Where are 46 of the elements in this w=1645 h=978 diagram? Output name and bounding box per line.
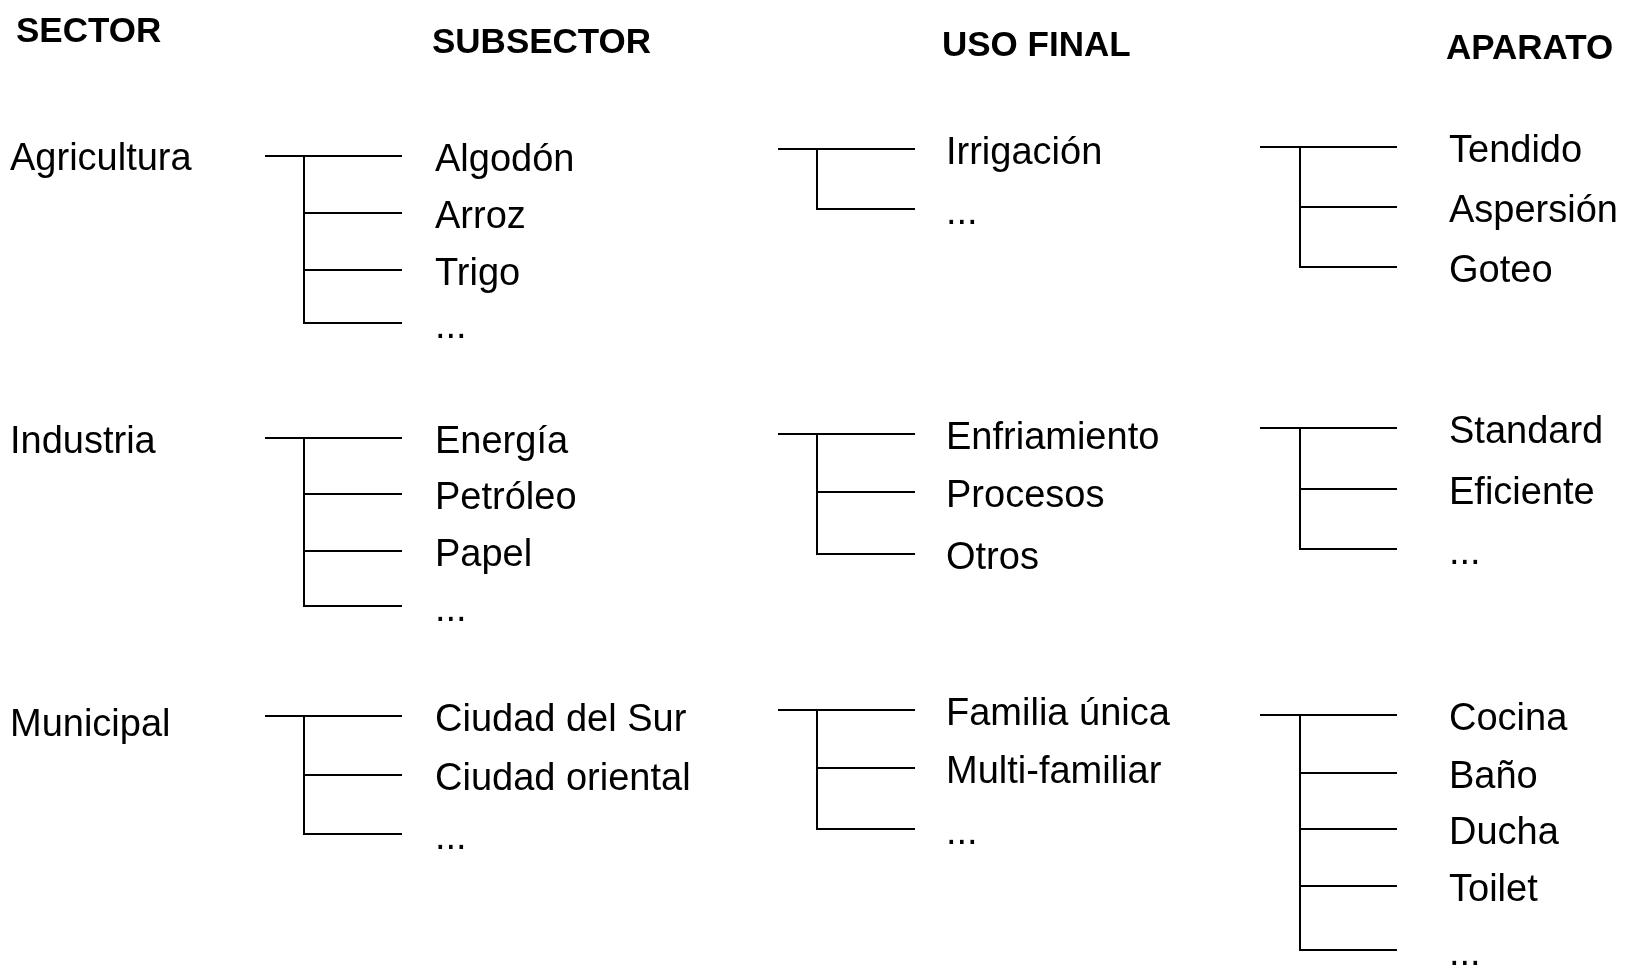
- tree-item-text: Ciudad del Sur: [435, 699, 687, 737]
- tree-item-text: Familia única: [946, 693, 1170, 731]
- bracket-line: [1259, 714, 1398, 951]
- column-header: SUBSECTOR: [432, 23, 652, 58]
- tree-item-text: ...: [946, 192, 978, 230]
- bracket-line: [1259, 146, 1398, 268]
- tree-item-text: Ciudad oriental: [435, 758, 691, 796]
- tree-item-text: Energía: [435, 421, 569, 459]
- bracket-line: [1259, 427, 1398, 550]
- column-header: SECTOR: [16, 12, 162, 47]
- bracket-line: [777, 709, 916, 830]
- tree-item-text: Tendido: [1449, 130, 1583, 168]
- tree-item-text: Baño: [1449, 756, 1538, 794]
- tree-item-text: Trigo: [435, 253, 521, 291]
- tree-item-text: Eficiente: [1449, 472, 1595, 510]
- tree-item-text: Petróleo: [435, 477, 577, 515]
- tree-item-text: Aspersión: [1449, 190, 1618, 228]
- tree-item-text: Cocina: [1449, 698, 1568, 736]
- tree-item-text: Otros: [946, 537, 1039, 575]
- tree-item-text: ...: [1449, 532, 1481, 570]
- bracket-line: [777, 148, 916, 210]
- tree-item-text: Multi-familiar: [946, 751, 1162, 789]
- bracket-line: [264, 155, 403, 324]
- bracket-line: [264, 437, 403, 607]
- tree-item-text: Standard: [1449, 411, 1604, 449]
- tree-item-text: Arroz: [435, 196, 526, 234]
- tree-item-text: Goteo: [1449, 250, 1553, 288]
- bracket-line: [264, 715, 403, 835]
- tree-item-text: ...: [435, 306, 467, 344]
- tree-item-text: ...: [1449, 933, 1481, 971]
- tree-item-text: Toilet: [1449, 869, 1538, 907]
- bracket-line: [777, 433, 916, 555]
- tree-item-text: Procesos: [946, 475, 1105, 513]
- tree-item-text: Papel: [435, 534, 533, 572]
- tree-item-text: Enfriamiento: [946, 417, 1160, 455]
- tree-item-text: ...: [435, 589, 467, 627]
- tree-item-text: Algodón: [435, 139, 575, 177]
- tree-item-text: Ducha: [1449, 812, 1559, 850]
- tree-item-text: ...: [946, 812, 978, 850]
- tree-item-text: ...: [435, 817, 467, 855]
- column-header: APARATO: [1446, 29, 1614, 64]
- tree-item-text: Irrigación: [946, 132, 1103, 170]
- column-header: USO FINAL: [942, 26, 1131, 61]
- tree-item-text: Industria: [10, 421, 156, 459]
- tree-item-text: Agricultura: [10, 138, 192, 176]
- tree-item-text: Municipal: [10, 704, 171, 742]
